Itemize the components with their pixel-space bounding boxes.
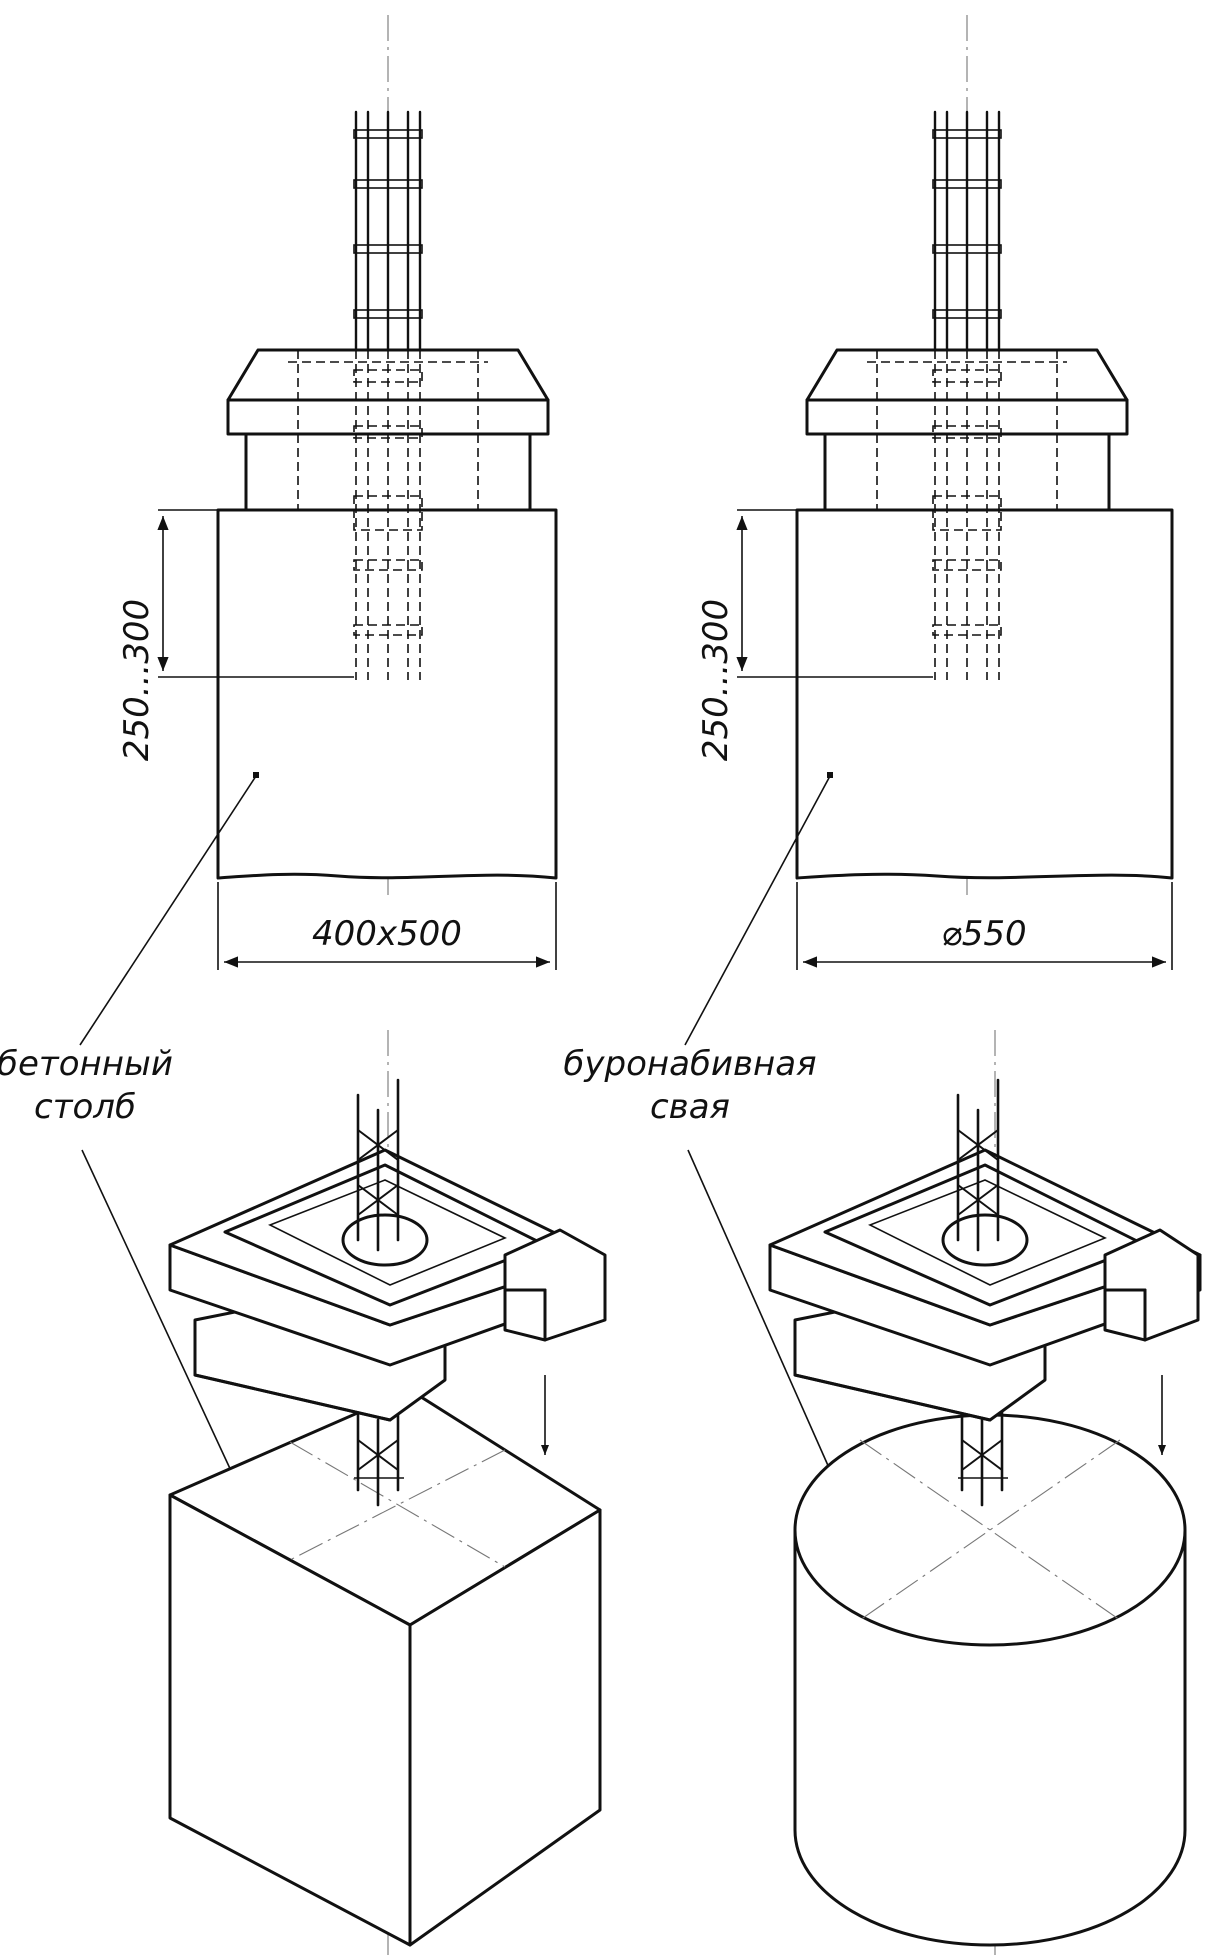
- right-isometric: [768, 1030, 1202, 1955]
- right-label-line1: буронабивная: [563, 1044, 816, 1084]
- left-leader-top: [79, 775, 257, 1046]
- left-label-line2: столб: [34, 1087, 136, 1127]
- left-label-line1: бетонный: [0, 1044, 173, 1084]
- concrete-block-iso: [168, 1388, 602, 1947]
- right-elevation: [736, 15, 1174, 970]
- rebar-iso-upper-right: [956, 1078, 1000, 1252]
- right-label-line2: свая: [650, 1087, 730, 1127]
- right-section-size: ⌀550: [941, 914, 1026, 954]
- left-isometric: [168, 1030, 607, 1955]
- left-section-size: 400x500: [312, 914, 462, 954]
- post-support-iso-right: [768, 1148, 1202, 1422]
- right-leader-bottom: [687, 1149, 831, 1471]
- concrete-pillar: [216, 508, 558, 880]
- left-depth-dimension: 250...300: [117, 599, 157, 761]
- right-leader-top: [684, 775, 831, 1046]
- left-elevation: [157, 15, 558, 970]
- rebar-iso-lower-right: [958, 1408, 1008, 1507]
- left-leader-bottom: [81, 1149, 247, 1504]
- bored-pile: [795, 508, 1174, 880]
- rebar-iso-lower: [354, 1408, 404, 1507]
- right-depth-dimension: 250...300: [696, 599, 736, 761]
- post-support-iso: [168, 1148, 607, 1422]
- bored-pile-iso: [793, 1413, 1187, 1947]
- rebar-iso-upper: [356, 1078, 400, 1252]
